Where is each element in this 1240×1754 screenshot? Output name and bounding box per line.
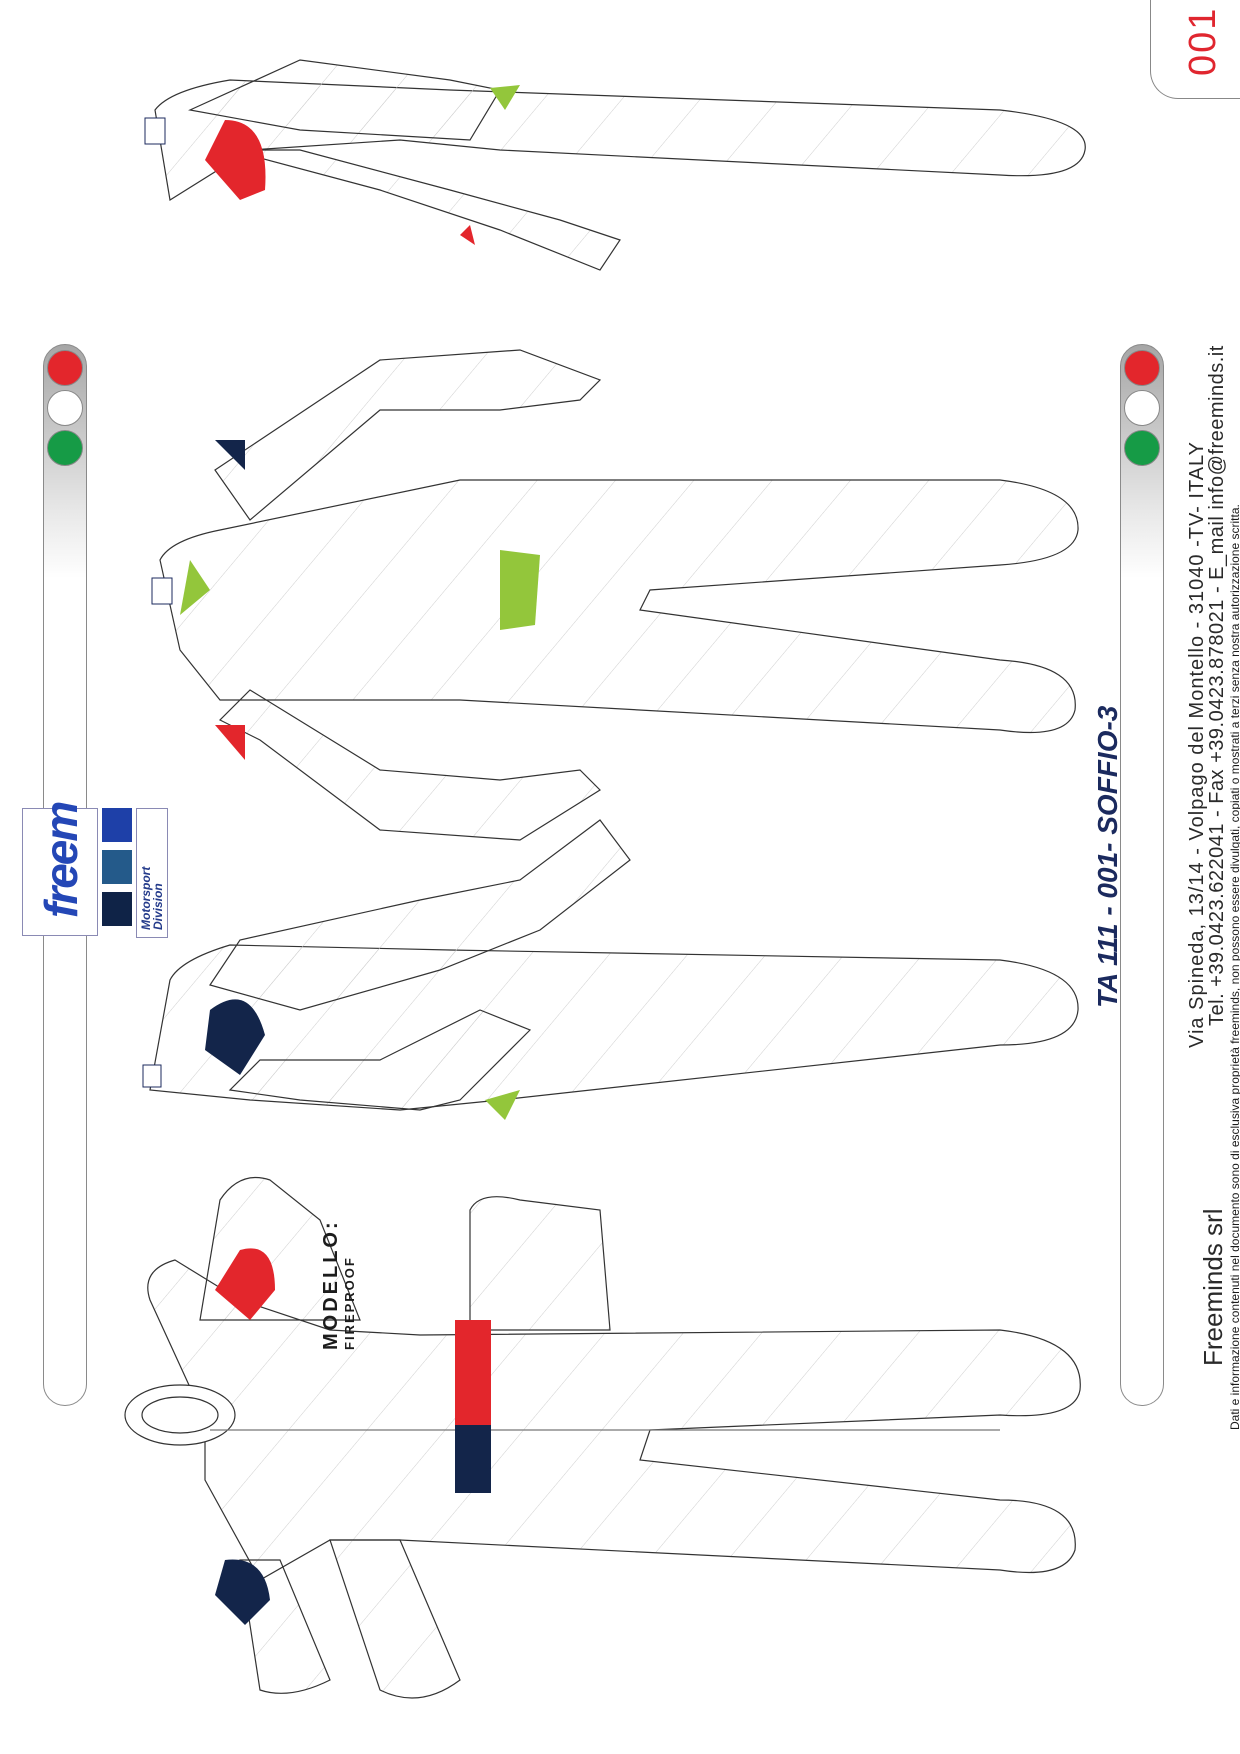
white-light-left	[47, 390, 83, 426]
green-light-left	[47, 430, 83, 466]
side-left-lime-patch	[485, 1090, 520, 1120]
suit-side-view-right	[154, 59, 1086, 271]
red-light-left	[47, 350, 83, 386]
traffic-light-pill-right	[1120, 344, 1164, 1406]
side-right-cuff-red-patch	[460, 225, 475, 245]
page-number-box	[1150, 0, 1240, 99]
company-contact: Tel. +39.0423.622041 - Fax +39.0423.8780…	[1206, 345, 1228, 1026]
suit-front-view	[124, 1176, 1081, 1699]
green-light-right	[1124, 430, 1160, 466]
side-right-fia-badge	[144, 117, 166, 145]
side-left-fia-badge	[142, 1064, 162, 1088]
company-name: Freeminds srl	[1198, 1208, 1228, 1366]
white-light-right	[1124, 390, 1160, 426]
motorsport-division-box	[136, 808, 168, 938]
suit-side-view-left	[149, 819, 1079, 1111]
motorsport-division-label: Motorsport Division	[139, 866, 165, 930]
swatch-royal-blue	[102, 808, 132, 842]
back-shoulder-red-patch	[215, 725, 245, 760]
modello-label: MODELLO:	[320, 1219, 342, 1350]
front-shoulder-red-patch	[215, 1248, 275, 1320]
modello-type: FIREPROOF	[342, 1256, 357, 1350]
side-left-navy-patch	[205, 999, 265, 1075]
back-collar-lime-patch	[180, 560, 210, 615]
front-navy-stripe	[455, 1425, 491, 1493]
red-light-right	[1124, 350, 1160, 386]
back-waist-lime-patch	[500, 550, 540, 630]
back-shoulder-navy-patch	[215, 440, 245, 470]
suit-back-view	[159, 349, 1079, 841]
side-right-lime-patch	[490, 85, 520, 110]
swatch-dark-navy	[102, 892, 132, 926]
front-red-stripe	[455, 1320, 491, 1425]
back-fia-badge	[151, 577, 173, 605]
page-number: 001	[1182, 6, 1224, 76]
swatch-steel-blue	[102, 850, 132, 884]
model-code-title: TA 111 - 001- SOFFIO-3	[1092, 705, 1123, 1008]
freem-logo-box	[22, 808, 98, 936]
confidentiality-disclaimer: Dati e informazione contenuti nel docume…	[1228, 504, 1240, 1430]
side-right-red-patch	[205, 120, 266, 200]
front-shoulder-navy-patch	[215, 1559, 270, 1625]
freem-logo: freem	[35, 802, 87, 918]
